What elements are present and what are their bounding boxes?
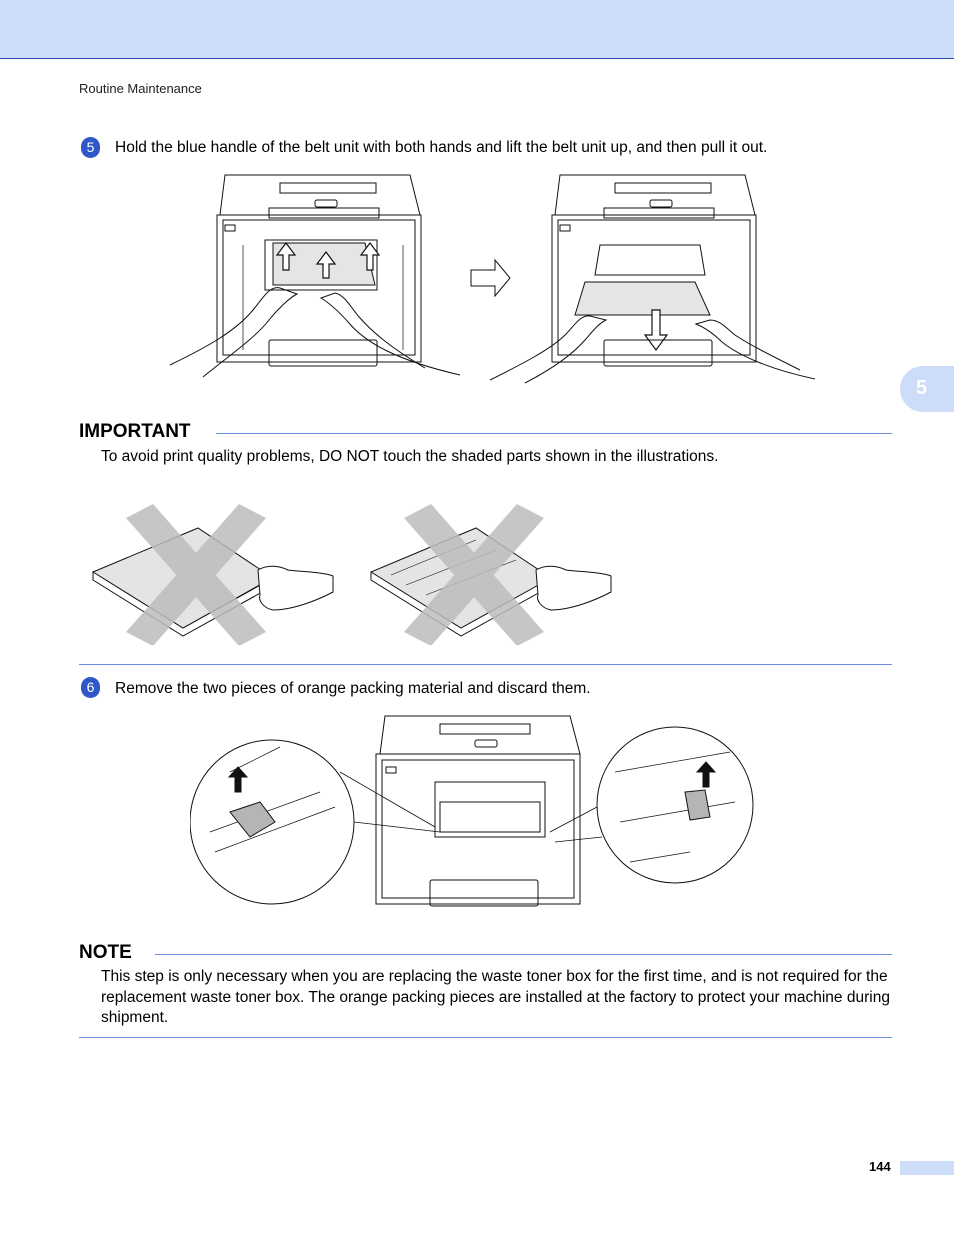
note-bottom-rule	[79, 1037, 892, 1038]
step-5-badge: 5	[81, 137, 100, 158]
top-header-band	[0, 0, 954, 59]
important-text: To avoid print quality problems, DO NOT …	[101, 448, 719, 465]
step-6-text: Remove the two pieces of orange packing …	[115, 680, 591, 697]
belt-unit-removal-illustration	[165, 170, 815, 385]
important-heading: IMPORTANT	[79, 421, 191, 442]
page-number: 144	[869, 1159, 891, 1174]
printer-lift-belt-unit	[170, 175, 460, 377]
printer-pull-belt-unit	[490, 175, 815, 383]
do-not-touch-illustration	[88, 504, 618, 645]
page-number-bar	[900, 1161, 954, 1175]
orange-packing-removal-illustration	[190, 712, 755, 920]
note-text: This step is only necessary when you are…	[101, 968, 890, 1026]
belt-unit-top-view	[93, 504, 333, 645]
section-divider	[79, 664, 892, 665]
step-6-badge: 6	[81, 677, 100, 698]
printer-front-view	[376, 716, 580, 906]
belt-unit-bottom-view	[371, 504, 611, 645]
chapter-number: 5	[916, 377, 928, 399]
note-heading: NOTE	[79, 942, 132, 963]
right-zoom-detail	[550, 727, 753, 883]
left-zoom-detail	[190, 740, 440, 904]
important-rule	[216, 433, 892, 434]
next-step-arrow	[471, 260, 510, 296]
do-not-touch-cross-right	[404, 504, 544, 645]
running-header: Routine Maintenance	[79, 81, 202, 96]
step-5-text: Hold the blue handle of the belt unit wi…	[115, 139, 768, 156]
note-rule	[155, 954, 892, 955]
do-not-touch-cross-left	[126, 504, 266, 645]
chapter-tab: 5	[900, 366, 954, 412]
